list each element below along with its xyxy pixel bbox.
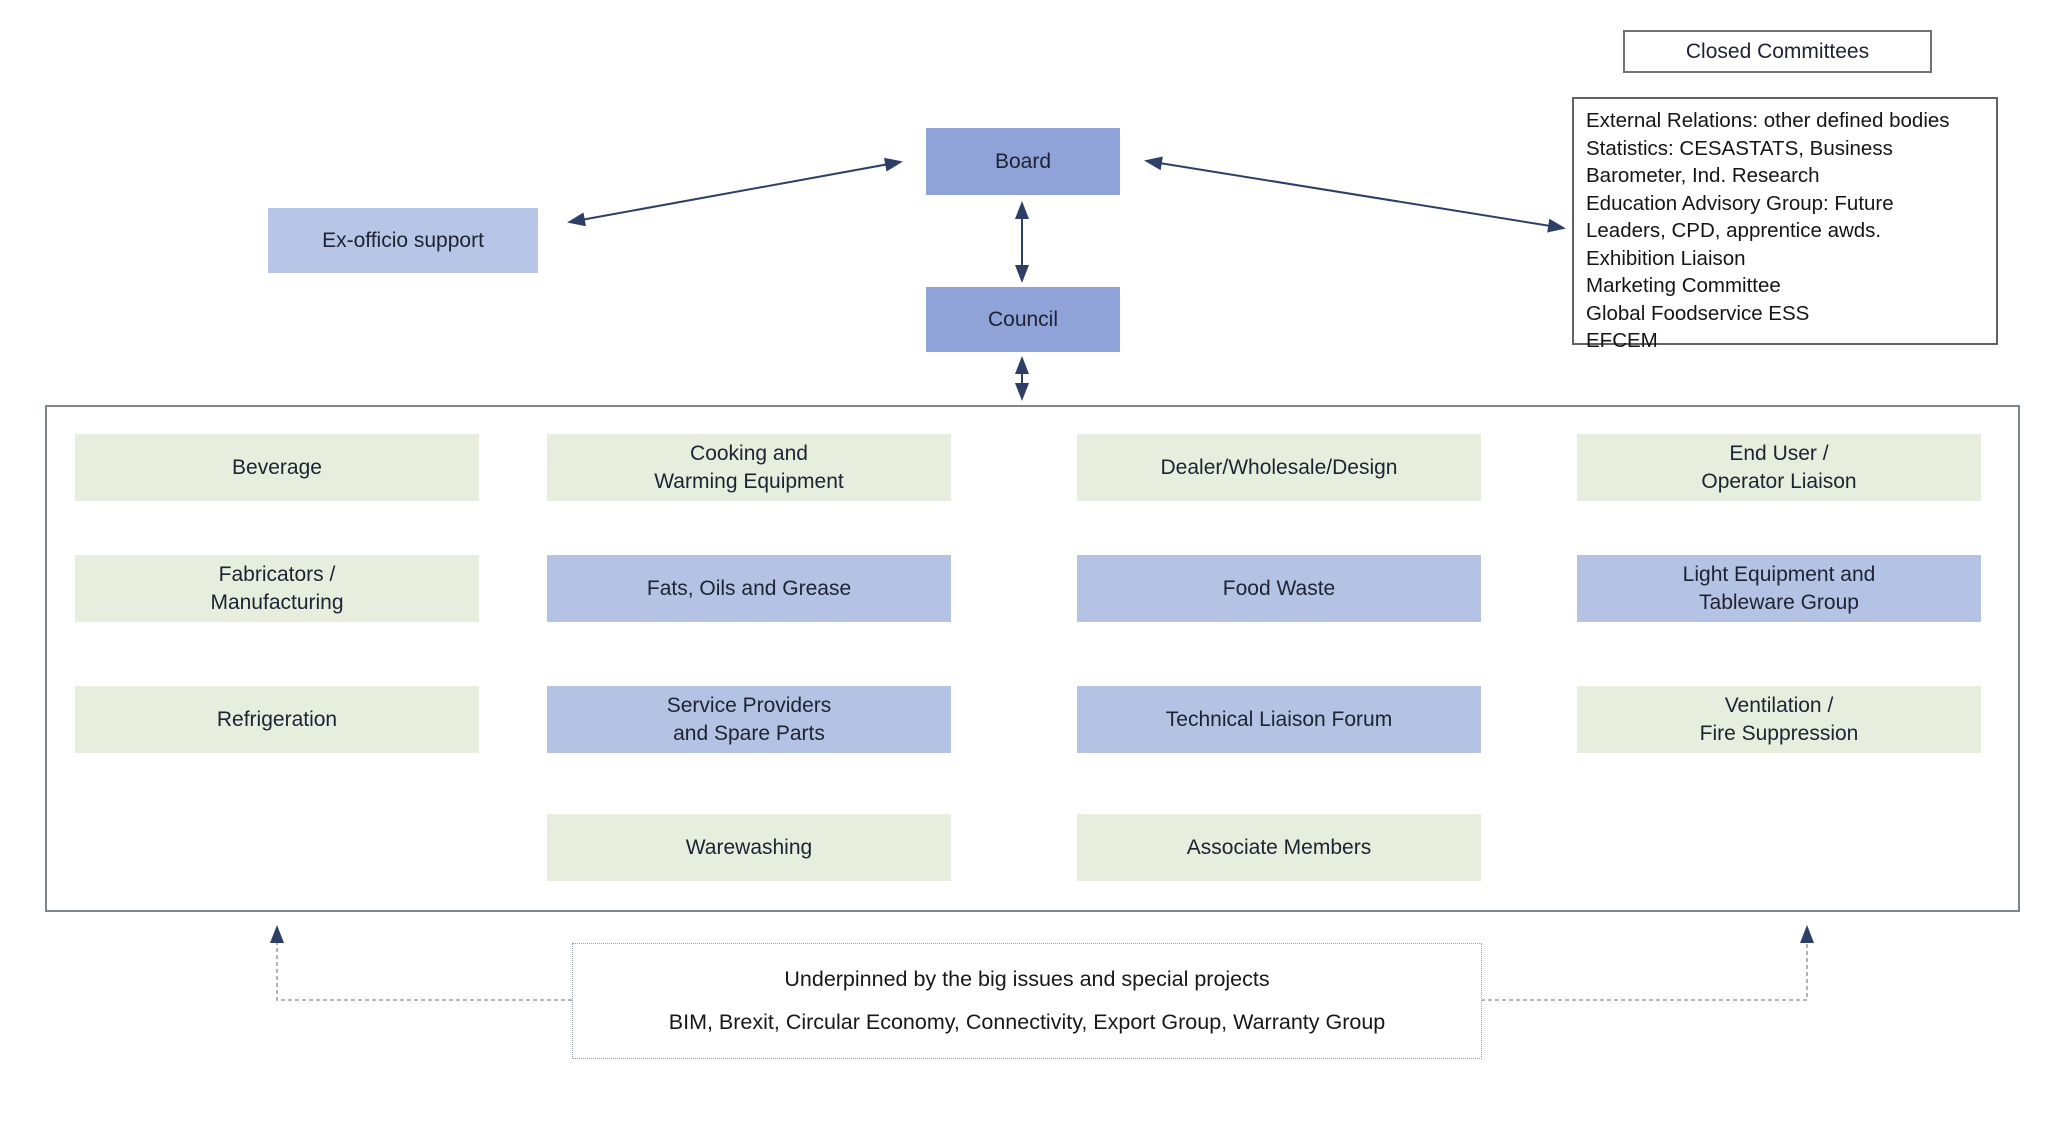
section-ventilation-fire-suppression: Ventilation / Fire Suppression (1577, 686, 1981, 753)
underpinned-line2: BIM, Brexit, Circular Economy, Connectiv… (668, 1010, 1386, 1034)
dashed-arrow-right (1481, 925, 1814, 1001)
closed-committees-title: Closed Committees (1623, 30, 1932, 73)
arrow-board-committees (1144, 156, 1566, 233)
section-end-user-operator: End User / Operator Liaison (1577, 434, 1981, 501)
section-dealer-wholesale-design: Dealer/Wholesale/Design (1077, 434, 1481, 501)
section-warewashing: Warewashing (547, 814, 951, 881)
section-fabricators-manufacturing: Fabricators / Manufacturing (75, 555, 479, 622)
section-light-equipment-tableware: Light Equipment and Tableware Group (1577, 555, 1981, 622)
section-technical-liaison-forum: Technical Liaison Forum (1077, 686, 1481, 753)
ex-officio-node: Ex-officio support (268, 208, 538, 273)
underpinned-box: Underpinned by the big issues and specia… (572, 943, 1482, 1059)
section-beverage: Beverage (75, 434, 479, 501)
board-node: Board (926, 128, 1120, 195)
closed-committees-list: External Relations: other defined bodies… (1572, 97, 1998, 352)
underpinned-line1: Underpinned by the big issues and specia… (784, 967, 1270, 991)
section-service-providers-spare-parts: Service Providers and Spare Parts (547, 686, 951, 753)
section-fats-oils-grease: Fats, Oils and Grease (547, 555, 951, 622)
section-cooking-warming: Cooking and Warming Equipment (547, 434, 951, 501)
section-food-waste: Food Waste (1077, 555, 1481, 622)
section-refrigeration: Refrigeration (75, 686, 479, 753)
arrow-exofficio-board (567, 157, 903, 227)
council-node: Council (926, 287, 1120, 352)
sections-container (45, 405, 2020, 912)
section-associate-members: Associate Members (1077, 814, 1481, 881)
closed-committees-title-label: Closed Committees (1685, 39, 1870, 63)
dashed-arrow-left (270, 925, 572, 1001)
